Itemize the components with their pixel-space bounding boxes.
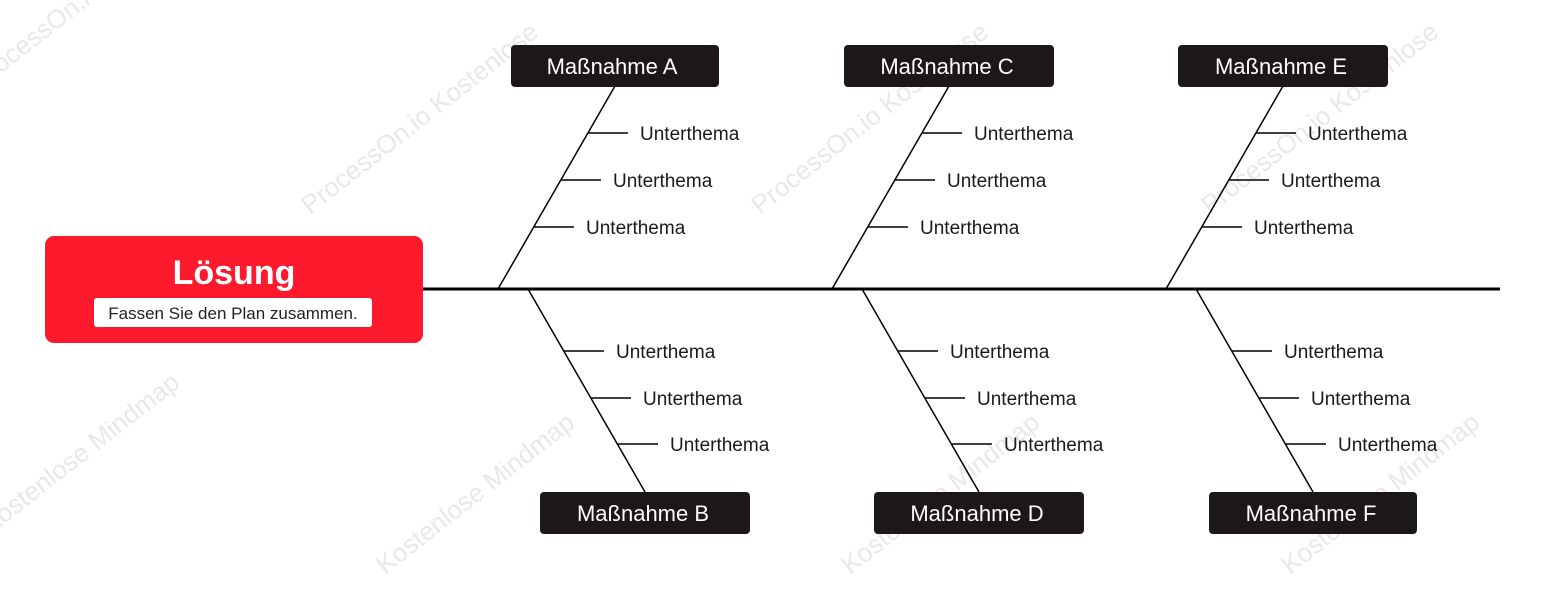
subtopic-label[interactable]: Unterthema: [586, 218, 686, 239]
cause-bone: [527, 288, 646, 493]
subtopic-label[interactable]: Unterthema: [1311, 389, 1411, 410]
watermark-text: Kostenlose Mindmap: [0, 367, 185, 540]
cause-box[interactable]: [844, 45, 1054, 87]
subtopic-label[interactable]: Unterthema: [974, 124, 1074, 145]
watermark-text: ProcessOn.io Kostenlose: [0, 0, 214, 95]
subtopic-label[interactable]: Unterthema: [1281, 171, 1381, 192]
cause-bone: [1195, 288, 1314, 493]
cause-branch-a: Unterthema Unterthema Unterthema Maßnahm…: [497, 45, 740, 290]
cause-box[interactable]: [540, 492, 750, 534]
subtopic-label[interactable]: Unterthema: [670, 435, 770, 456]
cause-branch-c: Unterthema Unterthema Unterthema Maßnahm…: [831, 45, 1074, 290]
cause-label: Maßnahme F: [1246, 501, 1377, 526]
cause-label: Maßnahme C: [880, 54, 1013, 79]
cause-box[interactable]: [511, 45, 719, 87]
subtopic-label[interactable]: Unterthema: [947, 171, 1047, 192]
head-subtitle: Fassen Sie den Plan zusammen.: [108, 304, 357, 323]
head-node[interactable]: Lösung Fassen Sie den Plan zusammen.: [45, 236, 423, 343]
subtopic-label[interactable]: Unterthema: [920, 218, 1020, 239]
subtopic-label[interactable]: Unterthema: [1308, 124, 1408, 145]
subtopic-label[interactable]: Unterthema: [640, 124, 740, 145]
subtopic-label[interactable]: Unterthema: [613, 171, 713, 192]
cause-box[interactable]: [1209, 492, 1417, 534]
cause-bone: [497, 85, 616, 290]
subtopic-label[interactable]: Unterthema: [1284, 342, 1384, 363]
head-subtitle-box: [94, 298, 372, 327]
subtopic-label[interactable]: Unterthema: [977, 389, 1077, 410]
subtopic-label[interactable]: Unterthema: [1004, 435, 1104, 456]
subtopic-label[interactable]: Unterthema: [643, 389, 743, 410]
cause-branch-e: Unterthema Unterthema Unterthema Maßnahm…: [1165, 45, 1408, 290]
subtopic-label[interactable]: Unterthema: [1254, 218, 1354, 239]
cause-label: Maßnahme A: [547, 54, 678, 79]
cause-branch-d: Unterthema Unterthema Unterthema Maßnahm…: [861, 288, 1104, 534]
cause-bone: [831, 85, 950, 290]
cause-label: Maßnahme D: [910, 501, 1043, 526]
cause-branch-b: Unterthema Unterthema Unterthema Maßnahm…: [527, 288, 770, 534]
subtopic-label[interactable]: Unterthema: [1338, 435, 1438, 456]
cause-box[interactable]: [1178, 45, 1388, 87]
watermark-text: ProcessOn.io Kostenlose: [295, 16, 544, 219]
cause-bone: [861, 288, 980, 493]
cause-label: Maßnahme B: [577, 501, 709, 526]
subtopic-label[interactable]: Unterthema: [950, 342, 1050, 363]
cause-label: Maßnahme E: [1215, 54, 1347, 79]
cause-branch-f: Unterthema Unterthema Unterthema Maßnahm…: [1195, 288, 1438, 534]
cause-bone: [1165, 85, 1284, 290]
subtopic-label[interactable]: Unterthema: [616, 342, 716, 363]
head-title: Lösung: [173, 254, 296, 292]
cause-box[interactable]: [874, 492, 1084, 534]
